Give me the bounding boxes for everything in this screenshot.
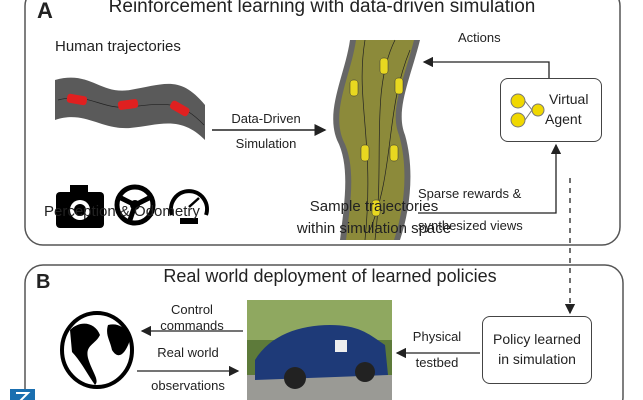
human-trajectories-label: Human trajectories	[55, 38, 181, 55]
panel-b-letter: B	[36, 271, 51, 293]
camera-icon	[56, 185, 104, 228]
globe-icon	[60, 311, 134, 389]
simulation-label: Simulation	[235, 136, 297, 151]
car-photo	[247, 300, 392, 400]
physical-label: Physical	[412, 329, 462, 344]
policy-box: Policy learned in simulation	[482, 316, 592, 384]
control-label: Control	[171, 302, 213, 317]
panel-a-title: Reinforcement learning with data-driven …	[108, 0, 536, 17]
steering-wheel-icon	[114, 184, 156, 226]
real-world-label: Real world	[157, 345, 219, 360]
perception-label: Perception & Odometry	[44, 203, 200, 220]
synthesized-views-label: synthesized views	[418, 218, 523, 233]
sample-trajectories-label: Sample trajectories	[309, 198, 439, 215]
agent-label: Agent	[545, 111, 582, 127]
simulation-road-icon	[333, 39, 420, 241]
rewards-arrow	[418, 143, 562, 214]
virtual-agent-box: Virtual Agent	[500, 78, 602, 142]
speedometer-icon	[169, 189, 209, 224]
human-road-icon	[55, 77, 205, 140]
neural-net-icon	[510, 93, 545, 128]
observations-label: observations	[151, 378, 225, 393]
sparse-rewards-label: Sparse rewards &	[418, 186, 522, 201]
simulation-space-label: within simulation space	[296, 220, 452, 237]
bottom-left-badge[interactable]	[10, 389, 35, 400]
panel-b-frame	[24, 264, 624, 400]
policy-label-2: in simulation	[498, 351, 576, 367]
panel-a-frame	[24, 0, 621, 246]
virtual-label: Virtual	[549, 91, 589, 107]
panel-b-title: Real world deployment of learned policie…	[163, 266, 497, 286]
actions-label: Actions	[458, 30, 501, 45]
panel-a-letter: A	[37, 0, 53, 23]
commands-label: commands	[160, 318, 224, 333]
testbed-label: testbed	[415, 355, 459, 370]
policy-label-1: Policy learned	[493, 331, 581, 347]
data-driven-label: Data-Driven	[231, 111, 301, 126]
